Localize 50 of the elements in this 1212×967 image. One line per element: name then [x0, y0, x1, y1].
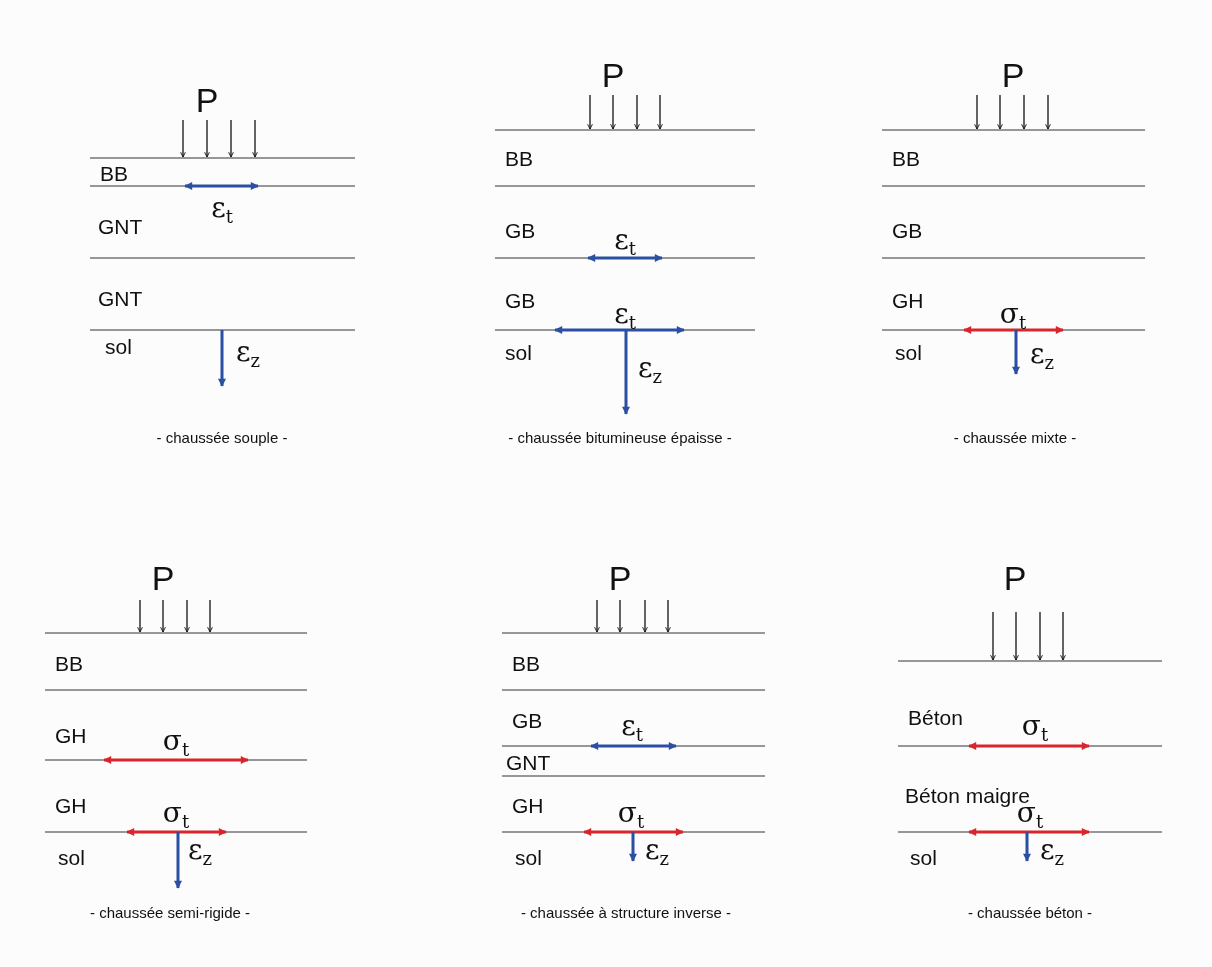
strain-stress-symbol: ε$_{z}$: [188, 835, 212, 869]
layer-name: GH: [55, 794, 87, 816]
strain-stress-symbol: ε$_{z}$: [1040, 835, 1064, 869]
layer-name: BB: [55, 652, 83, 674]
layer-name: sol: [910, 846, 937, 868]
layer-name: BB: [512, 652, 540, 674]
strain-stress-symbol: ε$_{t}$: [614, 225, 636, 259]
layer-name: GB: [512, 709, 543, 731]
layer-name: BB: [892, 147, 920, 169]
load-symbol: P: [601, 58, 625, 92]
layer-name: sol: [505, 341, 532, 363]
section-caption: - chaussée à structure inverse -: [520, 904, 732, 920]
layer-name: sol: [515, 846, 542, 868]
strain-stress-symbol: σ$_{t}$: [1021, 711, 1049, 745]
layer-name: Béton: [908, 706, 963, 728]
strain-stress-symbol: ε$_{t}$: [211, 193, 233, 227]
layer-name: sol: [58, 846, 85, 868]
layer-name: GNT: [98, 287, 143, 309]
strain-stress-symbol: ε$_{z}$: [638, 353, 662, 387]
layer-name: GB: [505, 219, 536, 241]
layer-name: GH: [55, 724, 87, 746]
layer-name: BB: [100, 162, 128, 184]
layer-name: GNT: [98, 215, 143, 237]
layer-name: GB: [505, 289, 536, 311]
strain-stress-symbol: ε$_{z}$: [645, 835, 669, 869]
load-symbol: P: [195, 83, 219, 117]
load-symbol: P: [1003, 561, 1027, 595]
strain-stress-symbol: ε$_{z}$: [236, 337, 260, 371]
section-caption: - chaussée béton -: [967, 904, 1093, 920]
strain-stress-symbol: ε$_{t}$: [614, 299, 636, 333]
layer-name: GB: [892, 219, 923, 241]
section-caption: - chaussée souple -: [156, 429, 288, 445]
layer-name: GNT: [506, 751, 551, 773]
load-symbol: P: [608, 561, 632, 595]
strain-stress-symbol: ε$_{z}$: [1030, 339, 1054, 373]
layer-name: BB: [505, 147, 533, 169]
layer-name: GH: [892, 289, 924, 311]
strain-stress-symbol: σ$_{t}$: [162, 726, 190, 760]
strain-stress-symbol: σ$_{t}$: [162, 798, 190, 832]
section-caption: - chaussée bitumineuse épaisse -: [508, 429, 732, 445]
layer-name: sol: [105, 335, 132, 357]
load-symbol: P: [1001, 58, 1025, 92]
layer-name: sol: [895, 341, 922, 363]
load-symbol: P: [151, 561, 175, 595]
layer-name: GH: [512, 794, 544, 816]
section-caption: - chaussée mixte -: [953, 429, 1077, 445]
strain-stress-symbol: σ$_{t}$: [617, 798, 645, 832]
strain-stress-symbol: ε$_{t}$: [621, 711, 643, 745]
strain-stress-symbol: σ$_{t}$: [999, 299, 1027, 333]
section-caption: - chaussée semi-rigide -: [89, 904, 251, 920]
